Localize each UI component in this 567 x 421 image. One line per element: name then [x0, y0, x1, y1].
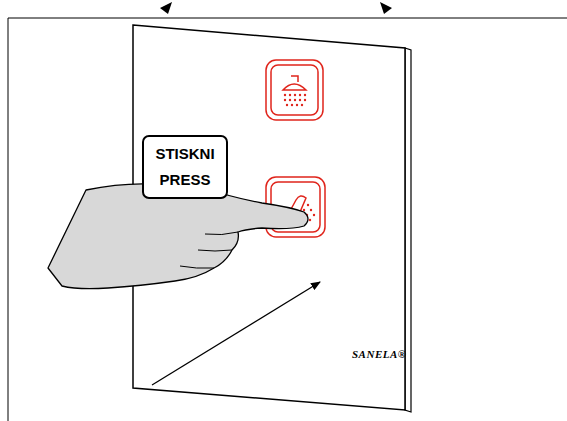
sign-text: STISKNI: [155, 141, 214, 167]
arrow-head: [380, 2, 392, 14]
shower-button: [266, 60, 323, 120]
brand-logo: SANELA®: [352, 348, 407, 360]
sign-box: STISKNIPRESS: [142, 135, 228, 199]
finger-line: [180, 232, 238, 268]
frame-line: [8, 18, 567, 19]
frame-line: [8, 18, 9, 421]
sign-text: PRESS: [160, 167, 211, 193]
direction-arrow: [152, 282, 320, 385]
arrow-head: [160, 2, 172, 14]
